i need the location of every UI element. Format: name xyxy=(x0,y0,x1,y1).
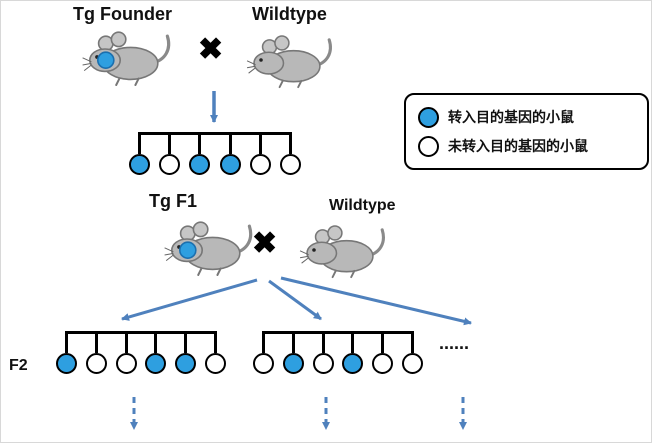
transgene-dot xyxy=(97,51,115,69)
transgenic-pup-circle xyxy=(282,353,304,374)
f2-label: F2 xyxy=(9,357,28,374)
comb-bar xyxy=(139,132,291,135)
wildtype-mid-label: Wildtype xyxy=(329,197,396,214)
comb-stem xyxy=(351,331,355,353)
legend-item-transgenic: 转入目的基因的小鼠 xyxy=(418,106,635,128)
litter-pup xyxy=(249,132,271,175)
transgenic-pup-circle xyxy=(145,353,167,374)
comb-stem xyxy=(184,331,188,353)
litter-pup xyxy=(175,331,197,374)
litter-pup xyxy=(279,132,301,175)
cross-symbol-top: ✖ xyxy=(198,33,224,66)
f2-litter-mid-comb xyxy=(253,331,423,374)
legend-box: 转入目的基因的小鼠 未转入目的基因的小鼠 xyxy=(404,93,649,170)
litter-pup xyxy=(401,331,423,374)
comb-stem xyxy=(381,331,385,353)
tg-f1-mouse-icon xyxy=(163,215,259,279)
comb-stem xyxy=(288,132,292,154)
transgenic-pup-circle xyxy=(219,154,241,175)
wildtype-top-label: Wildtype xyxy=(252,4,327,24)
comb-stem xyxy=(228,132,232,154)
litter-pup xyxy=(372,331,394,374)
litter-pup xyxy=(282,331,304,374)
transgenic-pup-circle xyxy=(56,353,77,374)
comb-stem xyxy=(198,132,202,154)
tg-f1-label: Tg F1 xyxy=(149,191,197,211)
non-transgenic-pup-circle xyxy=(401,353,423,374)
comb-stem xyxy=(321,331,325,353)
comb-stem xyxy=(291,331,295,353)
f2-litter-left-comb xyxy=(56,331,226,374)
litter-pup xyxy=(189,132,211,175)
comb-stem xyxy=(258,132,262,154)
transgenic-pup-circle xyxy=(175,353,197,374)
legend-label: 未转入目的基因的小鼠 xyxy=(448,138,588,154)
more-litters-ellipsis: ...... xyxy=(439,333,470,353)
litter-pup xyxy=(159,132,181,175)
non-transgenic-pup-circle xyxy=(249,154,271,175)
litter-pup xyxy=(342,331,364,374)
non-transgenic-pup-circle xyxy=(85,353,107,374)
comb-stem xyxy=(138,132,141,154)
non-transgenic-pup-circle xyxy=(372,353,394,374)
transgenic-pup-circle xyxy=(189,154,211,175)
transgenic-legend-circle xyxy=(418,106,439,128)
wildtype-mouse-top-icon xyxy=(244,29,340,91)
comb-stem xyxy=(410,331,414,353)
non-transgenic-pup-circle xyxy=(279,154,301,175)
f1-to-f2-left-arrow xyxy=(121,278,258,321)
transgenic-pup-circle xyxy=(342,353,364,374)
comb-stem xyxy=(94,331,98,353)
litter-pup xyxy=(253,331,274,374)
legend-label: 转入目的基因的小鼠 xyxy=(448,109,574,125)
comb-stem xyxy=(262,331,265,353)
cross-symbol-mid: ✖ xyxy=(252,227,278,260)
litter-pup xyxy=(204,331,226,374)
tg-founder-mouse-icon xyxy=(81,25,177,89)
litter-pup xyxy=(85,331,107,374)
transgene-dot xyxy=(179,241,197,259)
transgenic-pup-circle xyxy=(129,154,150,175)
non-transgenic-legend-circle xyxy=(418,135,439,157)
wildtype-mouse-mid-icon xyxy=(297,219,393,281)
comb-bar xyxy=(263,331,413,334)
tg-founder-label: Tg Founder xyxy=(73,4,172,24)
litter-pup xyxy=(115,331,137,374)
comb-stem xyxy=(154,331,158,353)
comb-stem xyxy=(168,132,172,154)
legend-item-non-transgenic: 未转入目的基因的小鼠 xyxy=(418,135,635,157)
comb-stem xyxy=(213,331,217,353)
comb-stem xyxy=(124,331,128,353)
non-transgenic-pup-circle xyxy=(204,353,226,374)
litter-pup xyxy=(219,132,241,175)
f1-to-f2-right-arrow xyxy=(280,276,472,326)
non-transgenic-pup-circle xyxy=(159,154,181,175)
non-transgenic-pup-circle xyxy=(115,353,137,374)
f1-litter-comb xyxy=(129,132,301,175)
comb-bar xyxy=(66,331,216,334)
litter-pup xyxy=(145,331,167,374)
litter-pup xyxy=(129,132,150,175)
litter-pup xyxy=(312,331,334,374)
litter-pup xyxy=(56,331,77,374)
f1-to-f2-mid-arrow xyxy=(268,279,322,321)
non-transgenic-pup-circle xyxy=(312,353,334,374)
non-transgenic-pup-circle xyxy=(253,353,274,374)
comb-stem xyxy=(65,331,68,353)
